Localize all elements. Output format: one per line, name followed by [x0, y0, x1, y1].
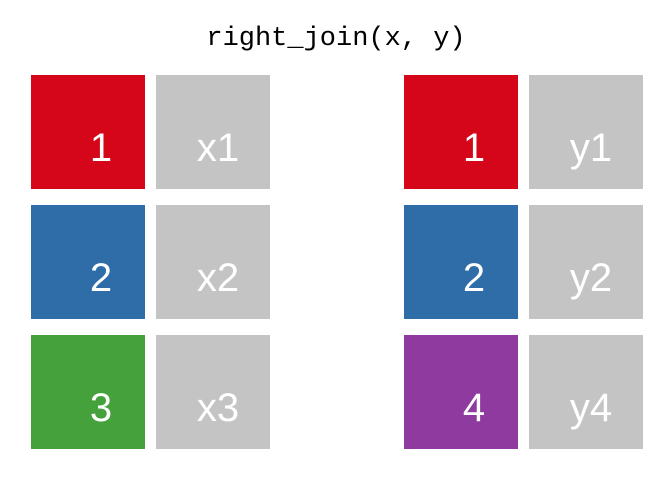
value-cell: y1: [529, 75, 643, 189]
table-row: 4 y4: [404, 335, 643, 449]
table-row: 1 y1: [404, 75, 643, 189]
key-cell: 1: [31, 75, 145, 189]
key-cell-label: 2: [462, 256, 486, 300]
value-cell: x3: [156, 335, 270, 449]
value-cell: x2: [156, 205, 270, 319]
table-y: 1 y1 2 y2 4 y4: [404, 75, 643, 449]
table-row: 1 x1: [31, 75, 270, 189]
value-cell: y2: [529, 205, 643, 319]
key-cell: 1: [404, 75, 518, 189]
key-cell-label: 1: [462, 126, 486, 170]
key-cell-label: 4: [462, 386, 486, 430]
table-x: 1 x1 2 x2 3 x3: [31, 75, 270, 449]
key-cell-label: 3: [89, 386, 113, 430]
key-cell: 2: [404, 205, 518, 319]
key-cell-label: 2: [89, 256, 113, 300]
table-row: 2 y2: [404, 205, 643, 319]
value-cell-label: y1: [569, 126, 613, 170]
value-cell: y4: [529, 335, 643, 449]
value-cell-label: y4: [569, 386, 613, 430]
page-title: right_join(x, y): [206, 24, 466, 54]
value-cell-label: x3: [196, 386, 240, 430]
key-cell: 4: [404, 335, 518, 449]
key-cell: 2: [31, 205, 145, 319]
key-cell-label: 1: [89, 126, 113, 170]
value-cell-label: x1: [196, 126, 240, 170]
table-row: 2 x2: [31, 205, 270, 319]
value-cell-label: y2: [569, 256, 613, 300]
key-cell: 3: [31, 335, 145, 449]
value-cell: x1: [156, 75, 270, 189]
value-cell-label: x2: [196, 256, 240, 300]
table-row: 3 x3: [31, 335, 270, 449]
